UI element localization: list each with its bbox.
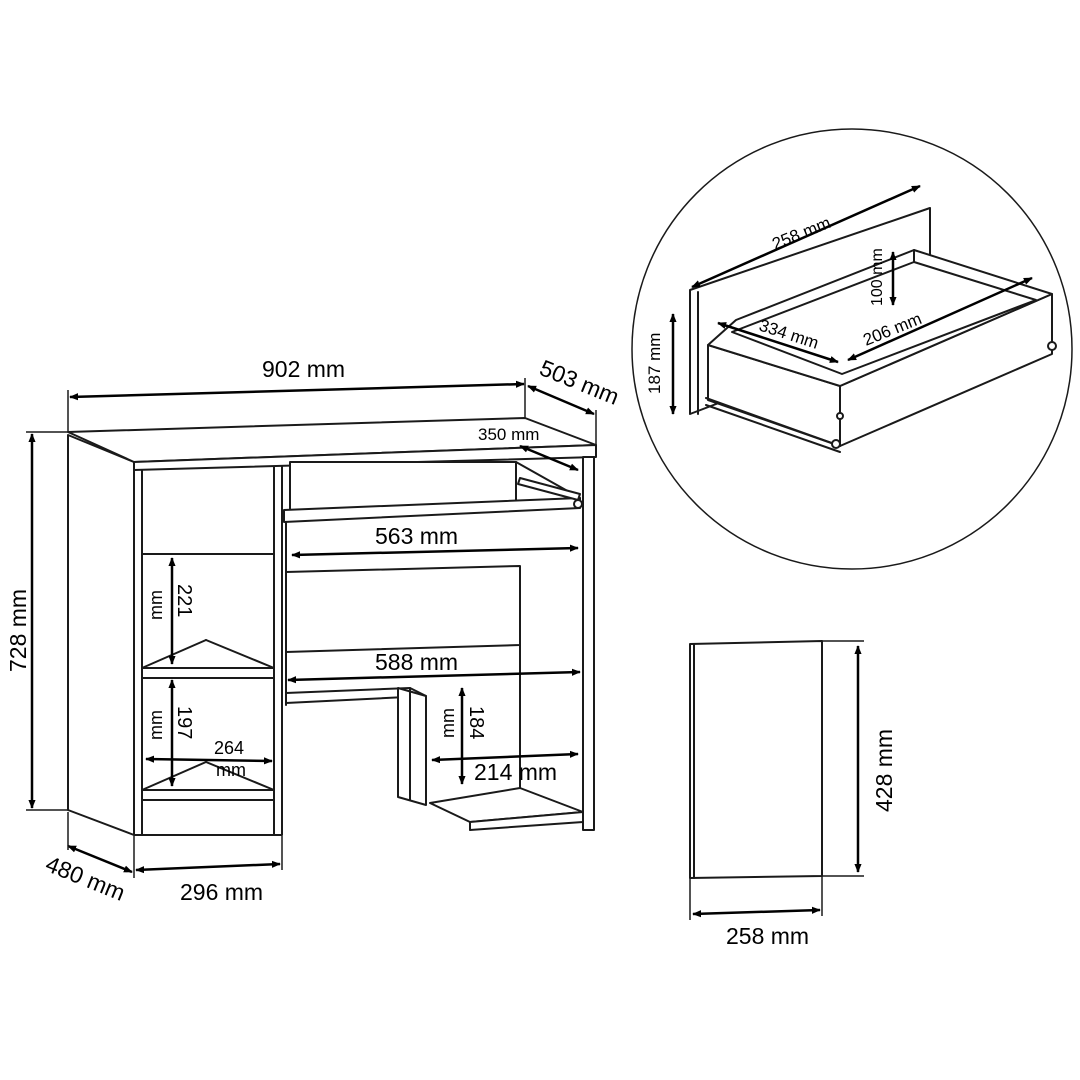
dim-keyboard-depth [519, 444, 579, 472]
label-knee-width: 588 mm [375, 649, 458, 675]
label-shelf-depth-unit: mm [216, 760, 246, 780]
label-bottom-shelf-height: 184 [465, 706, 487, 739]
middle-drawer [285, 565, 521, 653]
dim-panel-width [692, 906, 821, 918]
panel-drawing: 428 mm 258 mm [689, 640, 897, 949]
label-height: 728 mm [5, 589, 31, 672]
label-cabinet-width: 296 mm [180, 879, 263, 905]
label-keyboard-width: 563 mm [375, 523, 458, 549]
drawer-detail: 258 mm 187 mm 100 mm 334 mm 206 mm [631, 128, 1073, 570]
dim-depth-side [67, 844, 133, 874]
label-width: 902 mm [262, 356, 345, 382]
label-shelf-lower: 197 [173, 706, 195, 739]
label-shelf-upper-unit: mm [146, 590, 166, 620]
dim-width [69, 380, 525, 401]
label-shelf-depth: 264 [214, 738, 244, 758]
desktop-edge [133, 444, 597, 471]
dim-keyboard-width [291, 544, 579, 559]
bottom-shelf-edge [469, 811, 584, 831]
dim-depth-top [527, 384, 595, 416]
dim-bottom-shelf-width [431, 750, 579, 764]
dim-shelf-depth [145, 755, 273, 765]
return-panel [397, 687, 427, 806]
label-bottom-shelf-unit: mm [438, 708, 458, 738]
label-inner-height: 100 mm [869, 248, 886, 306]
label-depth-top: 503 mm [536, 355, 623, 410]
upper-shelf [141, 667, 275, 679]
dim-front-width [691, 184, 921, 289]
cabinet-drawer [141, 463, 275, 555]
dim-knee-width [287, 668, 581, 684]
right-leg [582, 456, 595, 831]
label-shelf-lower-unit: mm [146, 710, 166, 740]
label-panel-height: 428 mm [871, 729, 897, 812]
dim-cabinet-width [135, 860, 281, 874]
lower-shelf [141, 789, 275, 801]
label-bottom-shelf-width: 214 mm [474, 759, 557, 785]
label-depth-side: 480 mm [42, 851, 129, 906]
panel-board [689, 640, 823, 879]
label-front-height: 187 mm [645, 333, 664, 394]
dim-inner-width [847, 276, 1033, 362]
label-panel-width: 258 mm [726, 923, 809, 949]
left-side-panel [67, 434, 135, 836]
detail-circle [631, 128, 1073, 570]
label-shelf-upper: 221 [173, 584, 195, 617]
label-keyboard-depth: 350 mm [478, 425, 539, 444]
dim-inner-depth [717, 321, 839, 364]
